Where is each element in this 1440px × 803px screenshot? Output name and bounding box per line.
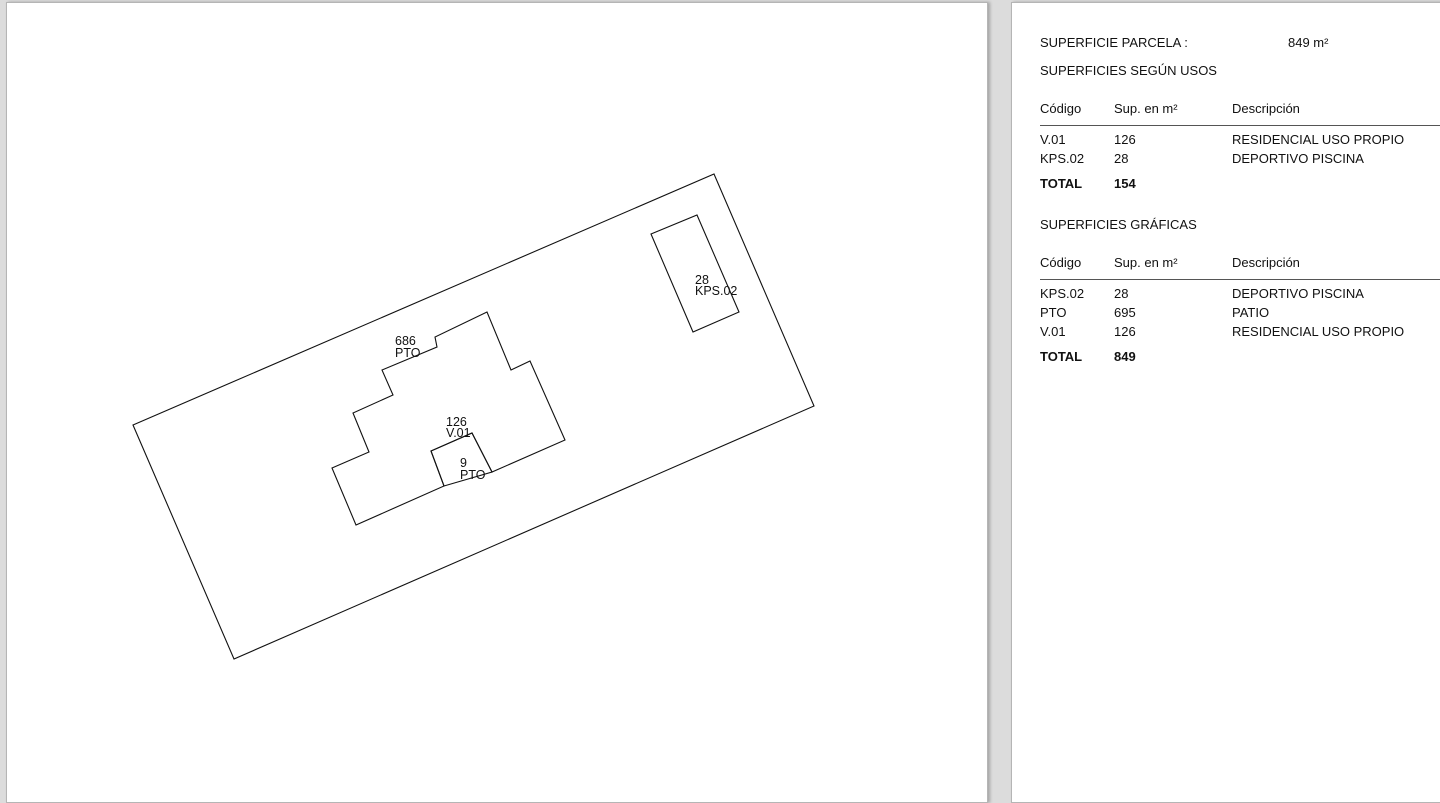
cell-description: RESIDENCIAL USO PROPIO (1232, 132, 1405, 147)
total-label: TOTAL (1040, 176, 1083, 191)
uses-title: SUPERFICIES SEGÚN USOS (1040, 63, 1217, 78)
table-row: KPS.02 28 DEPORTIVO PISCINA (1040, 149, 1440, 168)
total-value: 154 (1114, 176, 1136, 191)
uses-total-row: TOTAL 154 (1040, 174, 1440, 193)
label-patio-area: 686 (395, 334, 416, 348)
cell-code: V.01 (1040, 324, 1066, 339)
graphic-total-row: TOTAL 849 (1040, 347, 1440, 366)
label-courtyard-area: 9 (460, 456, 467, 470)
graphic-table: Código Sup. en m² Descripción KPS.02 28 … (1040, 252, 1440, 366)
label-residence-area: 126 (446, 415, 467, 429)
summary-page[interactable]: SUPERFICIE PARCELA : 849 m² SUPERFICIES … (1011, 2, 1440, 803)
header-code: Código (1040, 255, 1082, 270)
label-courtyard-code: PTO (460, 468, 486, 482)
label-residence-code: V.01 (446, 426, 471, 440)
table-row: V.01 126 RESIDENCIAL USO PROPIO (1040, 130, 1440, 149)
plot-area-label: SUPERFICIE PARCELA : (1040, 35, 1188, 50)
cell-area: 28 (1114, 151, 1129, 166)
label-patio-code: PTO (395, 346, 421, 360)
uses-table-header: Código Sup. en m² Descripción (1040, 98, 1440, 126)
header-code: Código (1040, 101, 1082, 116)
floor-plan-drawing: 686 PTO 126 V.01 9 PTO 28 KPS.02 (132, 173, 815, 660)
cell-area: 695 (1114, 305, 1136, 320)
cell-area: 126 (1114, 324, 1136, 339)
plot-area-value: 849 m² (1288, 35, 1329, 50)
plan-page[interactable]: 686 PTO 126 V.01 9 PTO 28 KPS.02 (6, 2, 988, 803)
total-label: TOTAL (1040, 349, 1083, 364)
graphic-table-header: Código Sup. en m² Descripción (1040, 252, 1440, 280)
header-description: Descripción (1232, 255, 1300, 270)
cell-description: DEPORTIVO PISCINA (1232, 286, 1364, 301)
graphic-title: SUPERFICIES GRÁFICAS (1040, 217, 1197, 232)
cell-area: 28 (1114, 286, 1129, 301)
cell-code: KPS.02 (1040, 286, 1085, 301)
header-description: Descripción (1232, 101, 1300, 116)
cell-code: KPS.02 (1040, 151, 1085, 166)
surface-summary: SUPERFICIE PARCELA : 849 m² SUPERFICIES … (1040, 33, 1440, 366)
label-pool-code: KPS.02 (695, 284, 737, 298)
cell-description: PATIO (1232, 305, 1270, 320)
table-row: KPS.02 28 DEPORTIVO PISCINA (1040, 284, 1440, 303)
cell-code: PTO (1040, 305, 1067, 320)
plot-boundary (132, 173, 815, 660)
total-value: 849 (1114, 349, 1136, 364)
cell-description: RESIDENCIAL USO PROPIO (1232, 324, 1405, 339)
pool-outline (650, 214, 740, 333)
cell-code: V.01 (1040, 132, 1066, 147)
header-area: Sup. en m² (1114, 101, 1178, 116)
courtyard-outline (430, 432, 493, 487)
header-area: Sup. en m² (1114, 255, 1178, 270)
plot-area-line: SUPERFICIE PARCELA : 849 m² (1040, 33, 1440, 52)
cell-area: 126 (1114, 132, 1136, 147)
label-pool-area: 28 (695, 273, 709, 287)
table-row: PTO 695 PATIO (1040, 303, 1440, 322)
uses-table: Código Sup. en m² Descripción V.01 126 R… (1040, 98, 1440, 193)
cell-description: DEPORTIVO PISCINA (1232, 151, 1364, 166)
table-row: V.01 126 RESIDENCIAL USO PROPIO (1040, 322, 1440, 341)
